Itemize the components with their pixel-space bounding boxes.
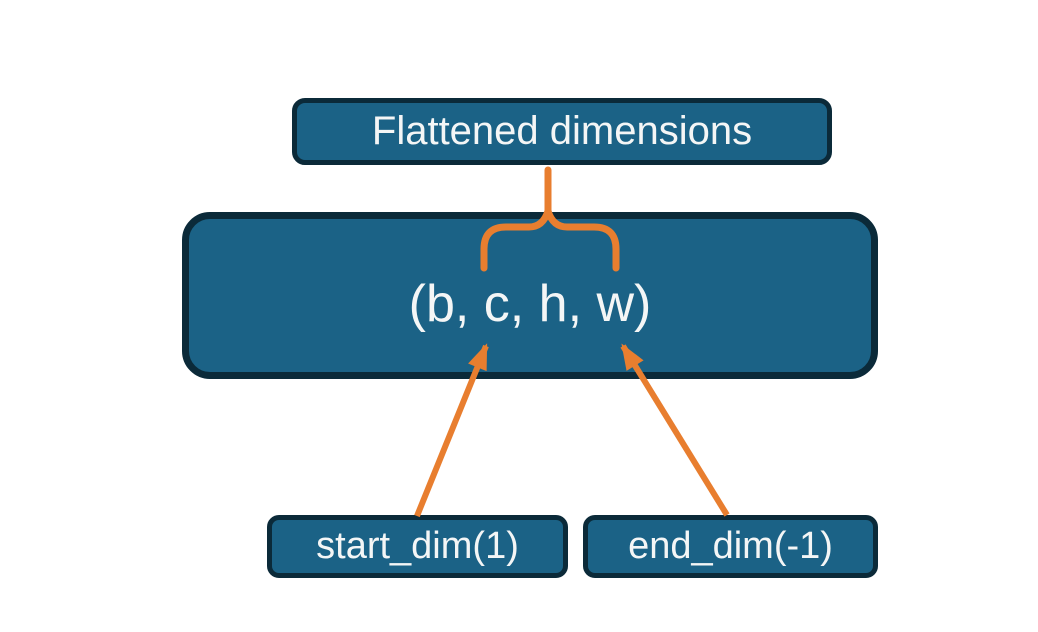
end-dim-label: end_dim(-1): [628, 525, 833, 567]
end-dim-box: end_dim(-1): [583, 515, 878, 578]
flattened-dimensions-label: Flattened dimensions: [371, 109, 753, 153]
start-dim-label: start_dim(1): [316, 525, 519, 567]
start-dim-box: start_dim(1): [267, 515, 568, 578]
tensor-shape-label: (b, c, h, w): [408, 274, 652, 333]
flattened-dimensions-box: Flattened dimensions: [292, 98, 832, 165]
tensor-shape-box: (b, c, h, w): [182, 212, 878, 379]
